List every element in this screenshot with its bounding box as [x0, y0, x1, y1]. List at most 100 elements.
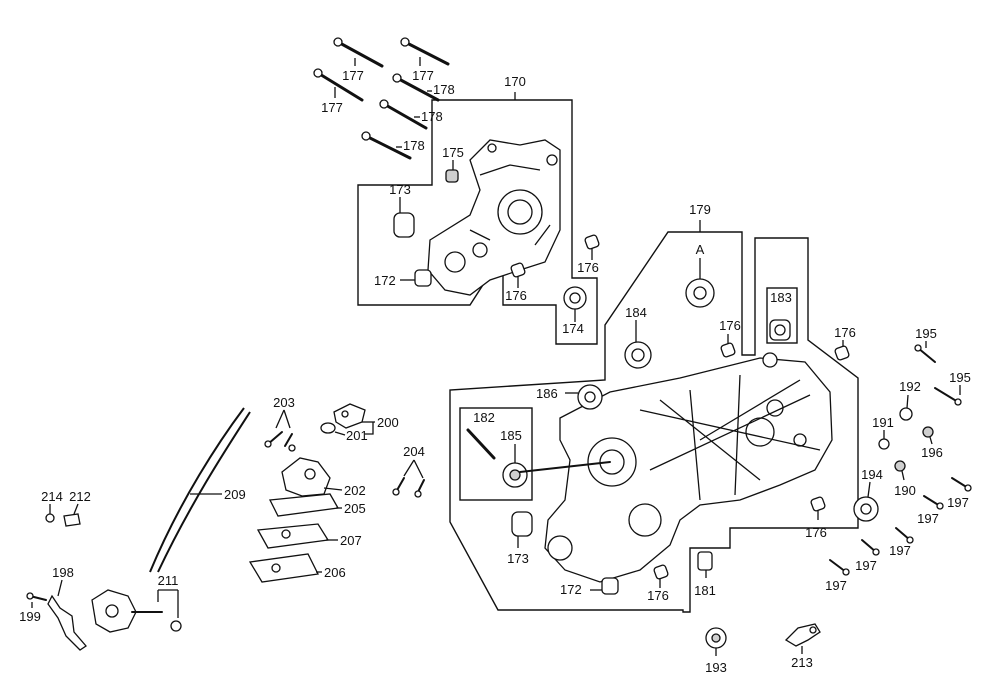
label-178-c: 178 [403, 138, 425, 153]
gasket-206 [248, 553, 319, 583]
group-170-boundary [357, 99, 598, 345]
label-176-b: 176 [505, 288, 527, 303]
label-214: 214 [41, 489, 63, 504]
label-197-a: 197 [917, 511, 939, 526]
label-197-e: 197 [825, 578, 847, 593]
label-198: 198 [52, 565, 74, 580]
group-179-boundary [449, 231, 859, 613]
label-201: 201 [346, 428, 368, 443]
label-190: 190 [894, 483, 916, 498]
label-172-a: 172 [374, 273, 396, 288]
bolts-204 [392, 459, 425, 498]
label-175: 175 [442, 145, 464, 160]
bushing-175 [445, 169, 459, 183]
label-176-e: 176 [647, 588, 669, 603]
label-170: 170 [504, 74, 526, 89]
bearing-173-lower [511, 511, 533, 537]
label-176-c: 176 [719, 318, 741, 333]
box-182-185 [459, 407, 533, 501]
pin-181 [697, 551, 713, 571]
bracket-198 [47, 594, 87, 651]
label-178-b: 178 [421, 109, 443, 124]
label-212: 212 [69, 489, 91, 504]
label-172-b: 172 [560, 582, 582, 597]
dowel-176-a [584, 234, 600, 250]
label-182: 182 [473, 410, 495, 425]
plug-190 [894, 460, 906, 472]
label-184: 184 [625, 305, 647, 320]
left-crankcase-group: 170 177 177 177 178 178 178 [313, 37, 600, 345]
bearing-172-lower [601, 577, 619, 595]
label-207: 207 [340, 533, 362, 548]
bearing-173-upper [393, 212, 415, 238]
label-177-b: 177 [412, 68, 434, 83]
label-197-b: 197 [947, 495, 969, 510]
label-196: 196 [921, 445, 943, 460]
oring-201 [320, 422, 336, 434]
label-186: 186 [536, 386, 558, 401]
chain-209 [149, 407, 245, 573]
left-crankcase-half [427, 139, 561, 296]
label-173-b: 173 [507, 551, 529, 566]
label-197-c: 197 [889, 543, 911, 558]
oring-211 [170, 620, 182, 632]
oring-191 [878, 438, 890, 450]
label-176-d: 176 [834, 325, 856, 340]
label-177-a: 177 [342, 68, 364, 83]
dowel-176-f [810, 496, 826, 512]
label-209: 209 [224, 487, 246, 502]
label-177-c: 177 [321, 100, 343, 115]
right-crankcase-half [544, 352, 833, 583]
label-213: 213 [791, 655, 813, 670]
plate-212 [63, 513, 81, 527]
dowel-176-c [720, 342, 736, 358]
label-203: 203 [273, 395, 295, 410]
gasket-205 [268, 493, 340, 517]
label-179: 179 [689, 202, 711, 217]
label-174: 174 [562, 321, 584, 336]
label-191: 191 [872, 415, 894, 430]
label-193: 193 [705, 660, 727, 675]
label-200: 200 [377, 415, 399, 430]
label-206: 206 [324, 565, 346, 580]
label-195-b: 195 [949, 370, 971, 385]
left-small-parts: 203 200 201 204 202 205 207 206 [19, 395, 425, 651]
dowel-176-d [834, 345, 850, 361]
label-197-d: 197 [855, 558, 877, 573]
nut-214 [45, 513, 55, 523]
label-176-a: 176 [577, 260, 599, 275]
label-173-a: 173 [389, 182, 411, 197]
shaft-line [519, 461, 611, 473]
washer-192 [899, 407, 913, 421]
plug-196 [922, 426, 934, 438]
right-crankcase-group: 179 A 184 176 183 176 [449, 202, 859, 613]
label-211: 211 [158, 573, 179, 588]
oil-pump-assembly [91, 589, 182, 633]
label-202: 202 [344, 483, 366, 498]
bolts-197 [829, 477, 972, 576]
label-181: 181 [694, 583, 716, 598]
bolts-178 [361, 73, 440, 160]
label-183: 183 [770, 290, 792, 305]
dowel-176-b [510, 262, 526, 278]
label-185: 185 [500, 428, 522, 443]
box-183 [766, 287, 798, 344]
bearing-172-upper [414, 269, 432, 287]
cover-200 [333, 403, 366, 429]
label-178-a: 178 [433, 82, 455, 97]
label-192: 192 [899, 379, 921, 394]
dowel-176-e [653, 564, 669, 580]
label-199: 199 [19, 609, 41, 624]
label-195-a: 195 [915, 326, 937, 341]
label-204: 204 [403, 444, 425, 459]
label-A: A [696, 242, 705, 257]
label-194: 194 [861, 467, 883, 482]
label-205: 205 [344, 501, 366, 516]
pin-182 [466, 428, 496, 460]
right-small-parts: 195 195 192 191 196 194 190 197 197 197 … [705, 326, 972, 675]
bolts-177 [313, 37, 450, 102]
bolts-203 [264, 409, 296, 452]
plate-207 [256, 523, 330, 549]
label-176-f: 176 [805, 525, 827, 540]
